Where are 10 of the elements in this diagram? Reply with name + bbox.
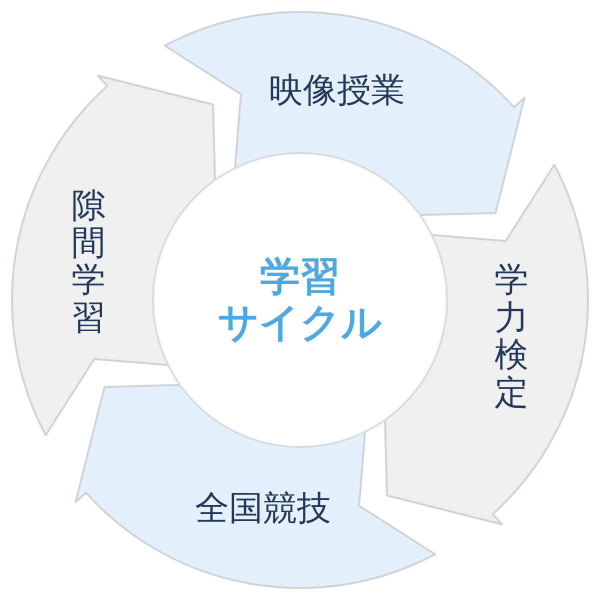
cycle-title: サイクル: [218, 300, 382, 346]
stage-label: 隙間学習: [71, 188, 106, 338]
cycle-title: 学習: [260, 254, 340, 300]
stage-label: 全国競技: [195, 490, 332, 528]
curved-arrow-segment: [73, 382, 438, 590]
curved-arrow-segment: [162, 10, 527, 218]
curved-arrow-segment: [382, 162, 590, 527]
curved-arrow-segment: [10, 73, 218, 438]
stage-label: 学力検定: [494, 262, 529, 412]
stage-label: 映像授業: [268, 72, 405, 110]
